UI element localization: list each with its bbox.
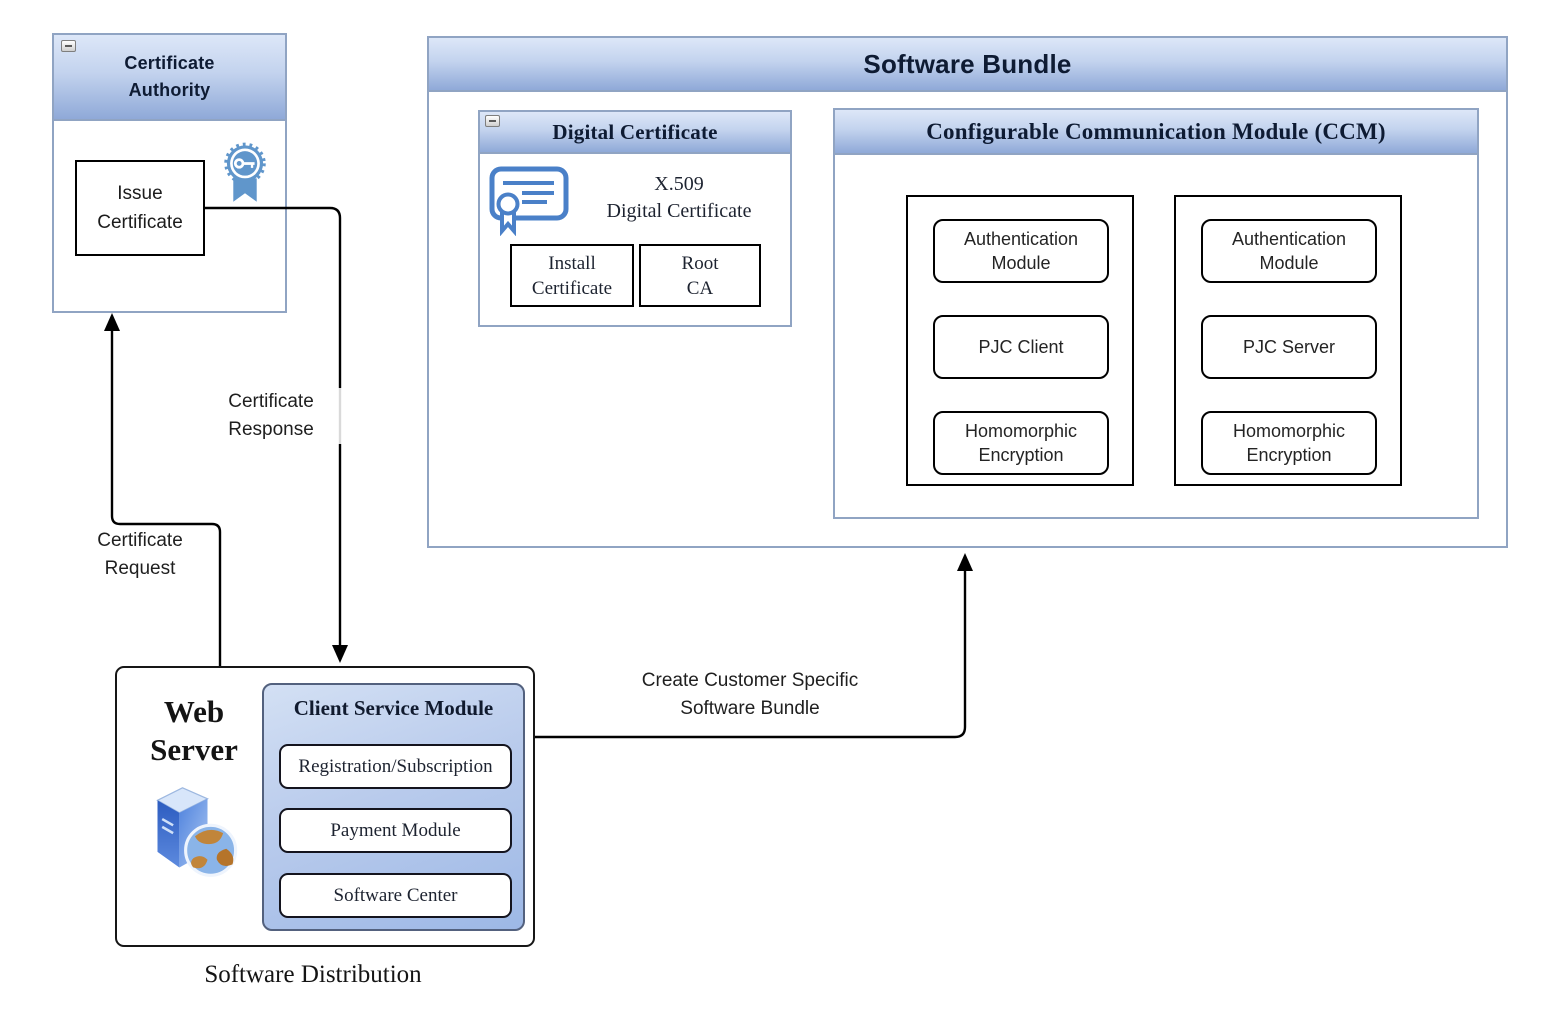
homomorphic-encryption-box: Homomorphic Encryption — [1201, 411, 1377, 475]
certificate-request-label: Certificate Request — [65, 527, 215, 583]
root-ca-box: Root CA — [639, 244, 761, 307]
ccm-client-group: Authentication Module PJC Client Homomor… — [906, 195, 1134, 486]
pjc-server-box: PJC Server — [1201, 315, 1377, 379]
collapse-icon[interactable] — [485, 115, 500, 127]
certificate-medal-icon — [219, 140, 271, 211]
software-bundle-header: Software Bundle — [429, 38, 1506, 92]
client-service-module-title: Client Service Module — [293, 696, 494, 720]
x509-label: X.509 Digital Certificate — [606, 173, 752, 222]
ccm-server-group: Authentication Module PJC Server Homomor… — [1174, 195, 1402, 486]
create-bundle-label: Create Customer Specific Software Bundle — [605, 667, 895, 723]
ccm-title: Configurable Communication Module (CCM) — [926, 118, 1386, 144]
install-certificate-box: Install Certificate — [510, 244, 634, 307]
web-server-box: Web Server — [115, 666, 535, 947]
certificate-response-label: Certificate Response — [196, 388, 346, 444]
homomorphic-encryption-box: Homomorphic Encryption — [933, 411, 1109, 475]
certificate-authority-box: Certificate Authority Issue Certificate — [52, 33, 287, 313]
pjc-client-box: PJC Client — [933, 315, 1109, 379]
certificate-request-arrow — [110, 328, 222, 666]
software-distribution-caption: Software Distribution — [204, 961, 422, 988]
certificate-document-icon — [488, 164, 572, 241]
digital-certificate-title: Digital Certificate — [552, 119, 718, 144]
authentication-module-box: Authentication Module — [933, 219, 1109, 283]
web-server-icon — [145, 780, 245, 885]
certificate-authority-title: Certificate Authority — [124, 53, 215, 100]
software-center-box: Software Center — [279, 873, 512, 918]
client-service-module-box: Client Service Module Registration/Subsc… — [262, 683, 525, 931]
software-bundle-title: Software Bundle — [863, 48, 1072, 79]
software-bundle-box: Software Bundle Digital Certificate X.50… — [427, 36, 1508, 548]
issue-certificate-box: Issue Certificate — [75, 160, 205, 256]
certificate-authority-header: Certificate Authority — [54, 35, 285, 121]
digital-certificate-header: Digital Certificate — [480, 112, 790, 154]
ccm-header: Configurable Communication Module (CCM) — [835, 110, 1477, 155]
authentication-module-box: Authentication Module — [1201, 219, 1377, 283]
digital-certificate-box: Digital Certificate X.509 Digital Certif… — [478, 110, 792, 327]
collapse-icon[interactable] — [61, 40, 76, 52]
web-server-title: Web Server — [150, 694, 238, 767]
ccm-box: Configurable Communication Module (CCM) … — [833, 108, 1479, 519]
registration-subscription-box: Registration/Subscription — [279, 744, 512, 789]
payment-module-box: Payment Module — [279, 808, 512, 853]
